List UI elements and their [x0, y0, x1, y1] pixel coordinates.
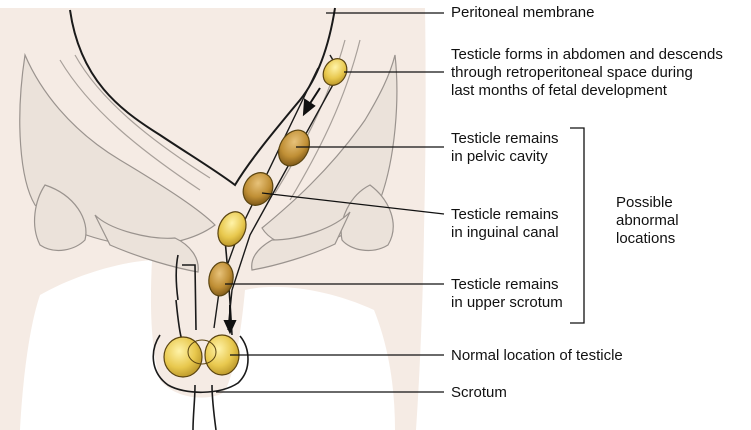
scrotum-outline — [152, 334, 249, 394]
label-line: last months of fetal development — [451, 82, 667, 99]
descent-arrows — [223, 87, 321, 335]
label-line: abnormal — [616, 212, 679, 229]
label-possible-abnormal: Possible abnormal locations — [616, 194, 679, 248]
testicle-pelvic — [277, 129, 311, 167]
label-pelvic-cavity: Testicle remains in pelvic cavity — [451, 130, 559, 166]
pelvic-bones — [19, 52, 398, 273]
label-line: Possible — [616, 194, 673, 211]
label-inguinal-canal: Testicle remains in inguinal canal — [451, 206, 559, 242]
body-silhouette — [0, 8, 426, 430]
label-upper-scrotum: Testicle remains in upper scrotum — [451, 276, 563, 312]
testicle-normal-left — [163, 336, 203, 378]
testicle-abdomen — [322, 58, 348, 86]
label-line: in inguinal canal — [451, 224, 559, 241]
peritoneal-membrane-line — [69, 7, 336, 187]
inguinal-canal — [59, 39, 361, 201]
leader-lines — [216, 12, 445, 393]
scrotal-septum — [187, 339, 217, 365]
label-line: Testicle remains — [451, 276, 559, 293]
testicle-inguinal-lower — [217, 211, 247, 247]
label-peritoneal-membrane: Peritoneal membrane — [451, 4, 595, 21]
label-line: Testicle remains — [451, 206, 559, 223]
label-line: Testicle forms in abdomen and descends — [451, 46, 723, 63]
testicle-upper-scrotum — [208, 261, 234, 297]
label-line: in upper scrotum — [451, 294, 563, 311]
label-line: Testicle remains — [451, 130, 559, 147]
label-line: locations — [616, 230, 676, 247]
label-normal-location: Normal location of testicle — [451, 347, 623, 364]
label-line: in pelvic cavity — [451, 148, 548, 165]
label-testicle-forms: Testicle forms in abdomen and descends t… — [451, 46, 723, 100]
label-line: through retroperitoneal space during — [451, 64, 693, 81]
label-scrotum: Scrotum — [451, 384, 507, 401]
abnormal-bracket — [570, 127, 585, 324]
testicle-inguinal — [242, 172, 274, 206]
